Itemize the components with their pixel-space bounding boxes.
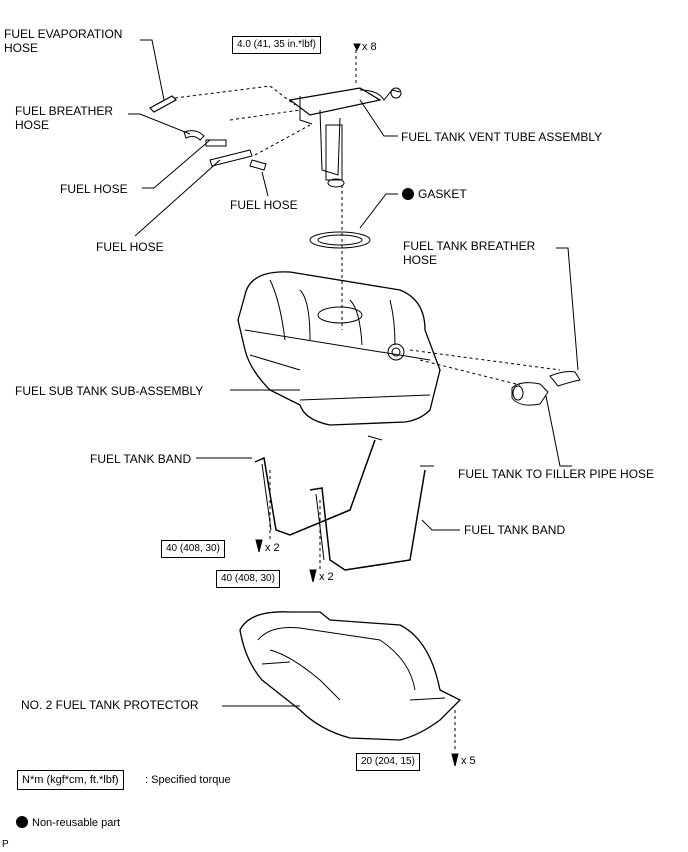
label-no2-fuel-tank-protector: NO. 2 FUEL TANK PROTECTOR: [21, 698, 199, 712]
label-fuel-hose-1: FUEL HOSE: [60, 182, 128, 196]
legend-non-reusable: Non-reusable part: [16, 816, 120, 830]
label-fuel-sub-tank-sub-assembly: FUEL SUB TANK SUB-ASSEMBLY: [15, 384, 204, 398]
leader-vent-tube: [359, 99, 398, 137]
label-gasket: GASKET: [418, 187, 467, 201]
legend-non-reusable-text: Non-reusable part: [32, 817, 121, 829]
torque-protector-bolts: 20 (204, 15): [356, 753, 420, 771]
qty-band-bolt-1: x 2: [265, 542, 280, 554]
qty-protector-bolts: x 5: [461, 755, 476, 767]
leader-breather-hose: [128, 113, 191, 135]
qty-vent-screws: x 8: [362, 41, 377, 53]
label-fuel-hose-3: FUEL HOSE: [230, 198, 298, 212]
label-fuel-tank-vent-tube-assembly: FUEL TANK VENT TUBE ASSEMBLY: [401, 130, 603, 144]
torque-vent-screws: 4.0 (41, 35 in.*lbf): [232, 36, 321, 54]
leader-band-2: [421, 519, 460, 531]
leader-evap-hose: [140, 39, 165, 101]
leader-fuel-hose-1: [142, 139, 211, 189]
label-fuel-hose-2: FUEL HOSE: [96, 240, 164, 254]
label-fuel-tank-to-filler-pipe-hose: FUEL TANK TO FILLER PIPE HOSE: [458, 467, 655, 481]
label-fuel-evaporation-hose: FUEL EVAPORATION HOSE: [4, 27, 123, 55]
leader-fuel-hose-2: [134, 159, 221, 237]
non-reusable-dot-icon: [402, 188, 414, 200]
corner-code: P: [2, 839, 9, 850]
label-fuel-breather-hose: FUEL BREATHER HOSE: [15, 104, 114, 132]
legend-torque-units: N*m (kgf*cm, ft.*lbf): [17, 770, 124, 790]
bolt-icons: [255, 43, 459, 767]
gasket-label: GASKET: [402, 187, 467, 201]
label-fuel-tank-breather-hose: FUEL TANK BREATHER HOSE: [403, 239, 536, 267]
non-reusable-dot-icon: [16, 816, 28, 828]
label-fuel-tank-band-1: FUEL TANK BAND: [90, 452, 192, 466]
label-fuel-tank-band-2: FUEL TANK BAND: [464, 523, 566, 537]
torque-band-bolt-2: 40 (408, 30): [216, 570, 280, 588]
qty-band-bolt-2: x 2: [319, 571, 334, 583]
leader-fuel-hose-3: [261, 171, 269, 197]
torque-band-bolt-1: 40 (408, 30): [161, 540, 225, 558]
leader-gasket: [359, 193, 398, 229]
leader-tank-breather: [556, 247, 579, 371]
leader-filler-hose: [545, 395, 572, 467]
legend-torque-desc: : Specified torque: [145, 774, 231, 786]
